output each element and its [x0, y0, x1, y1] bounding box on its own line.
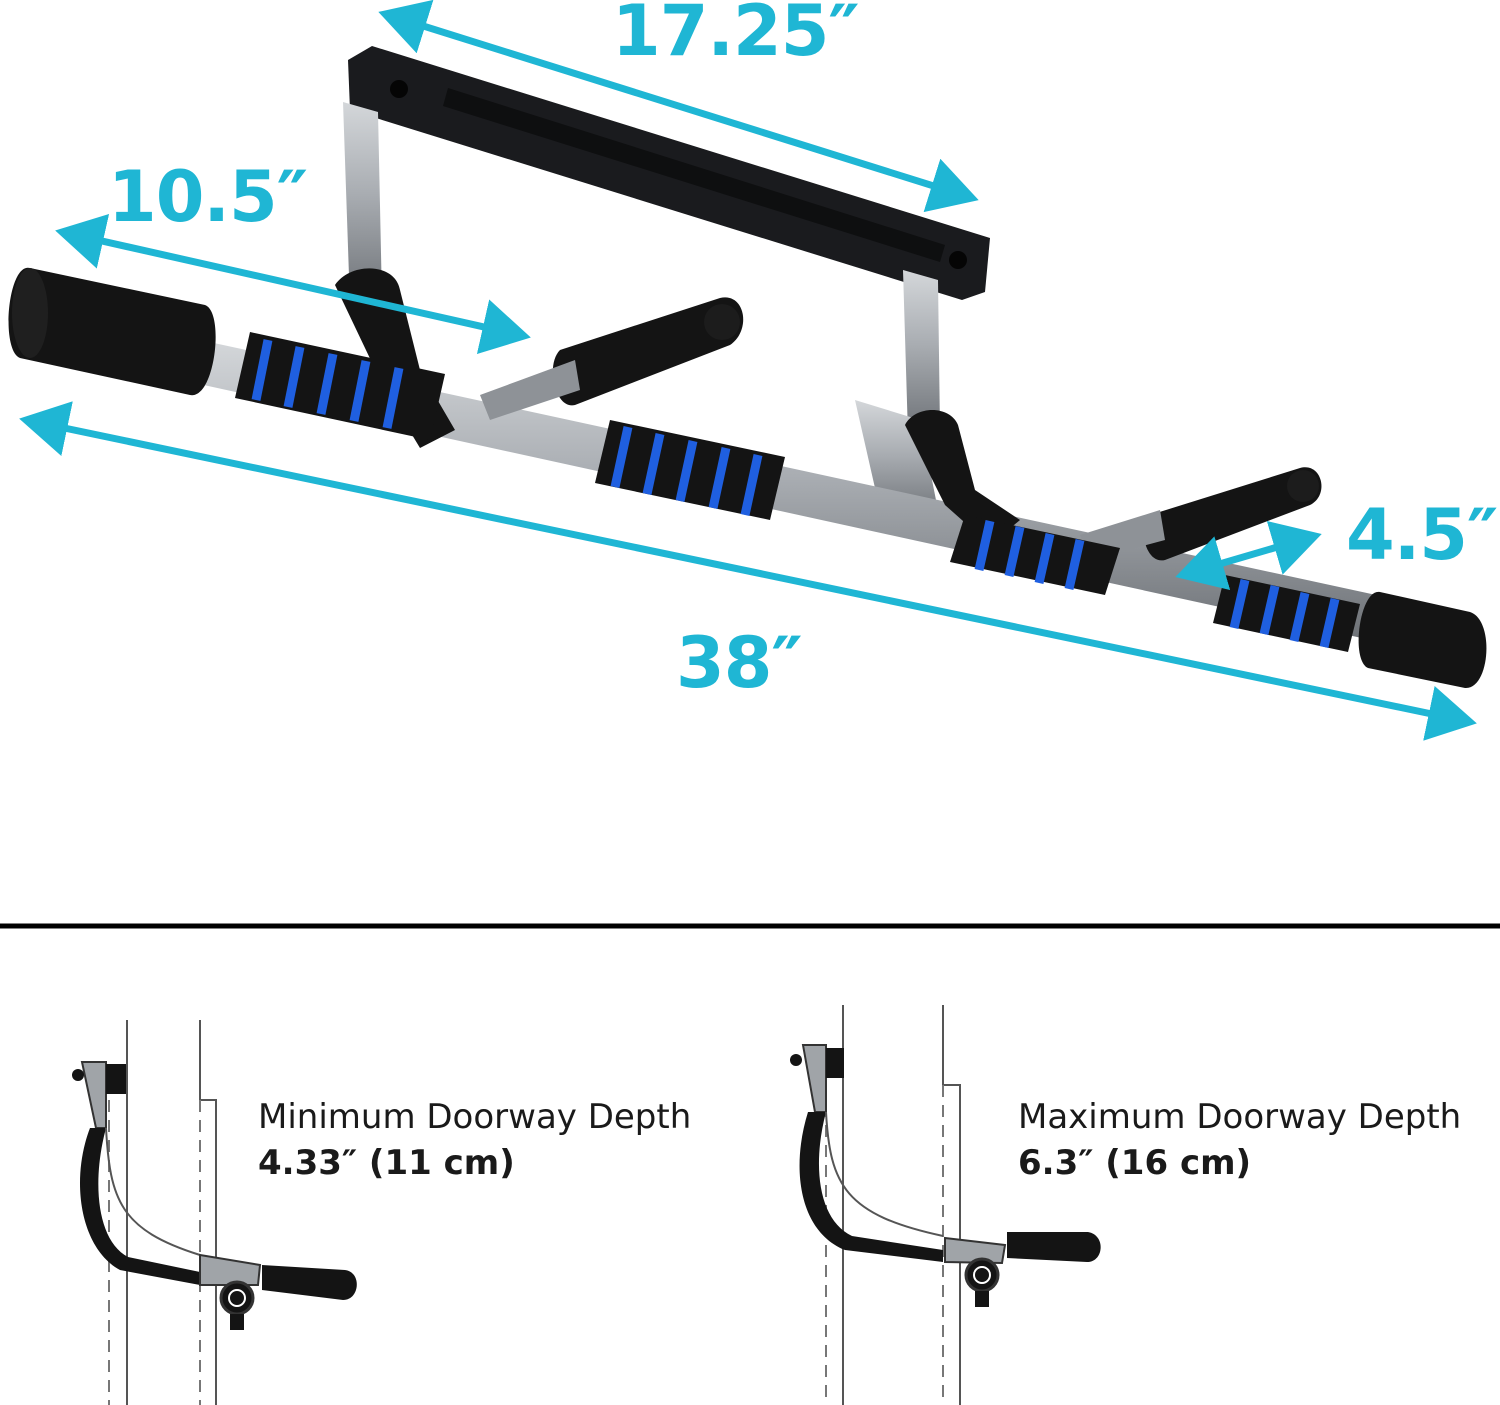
max-doorway-value: 6.3″ (16 cm) [1018, 1142, 1252, 1183]
arrow-handle-length [1175, 520, 1322, 591]
label-top-bar-width: 17.25″ [612, 0, 860, 72]
max-doorway-title: Maximum Doorway Depth [1018, 1097, 1462, 1137]
doorway-diagram-min [72, 1020, 357, 1405]
min-doorway-value: 4.33″ (11 cm) [258, 1142, 515, 1183]
label-handle-spacing: 10.5″ [108, 156, 308, 238]
min-doorway-caption: Minimum Doorway Depth 4.33″ (11 cm) [258, 1095, 691, 1187]
dimension-arrows [19, 0, 1477, 741]
arrow-top-bar-width [378, 0, 979, 213]
arrow-overall-length [19, 401, 1477, 741]
label-handle-length: 4.5″ [1346, 494, 1498, 576]
max-doorway-caption: Maximum Doorway Depth 6.3″ (16 cm) [1018, 1095, 1461, 1187]
grip-center [595, 420, 785, 520]
arrow-handle-spacing [55, 213, 531, 355]
label-overall-length: 38″ [676, 622, 803, 704]
min-doorway-title: Minimum Doorway Depth [258, 1097, 692, 1137]
doorway-diagram-max [790, 1005, 1101, 1405]
